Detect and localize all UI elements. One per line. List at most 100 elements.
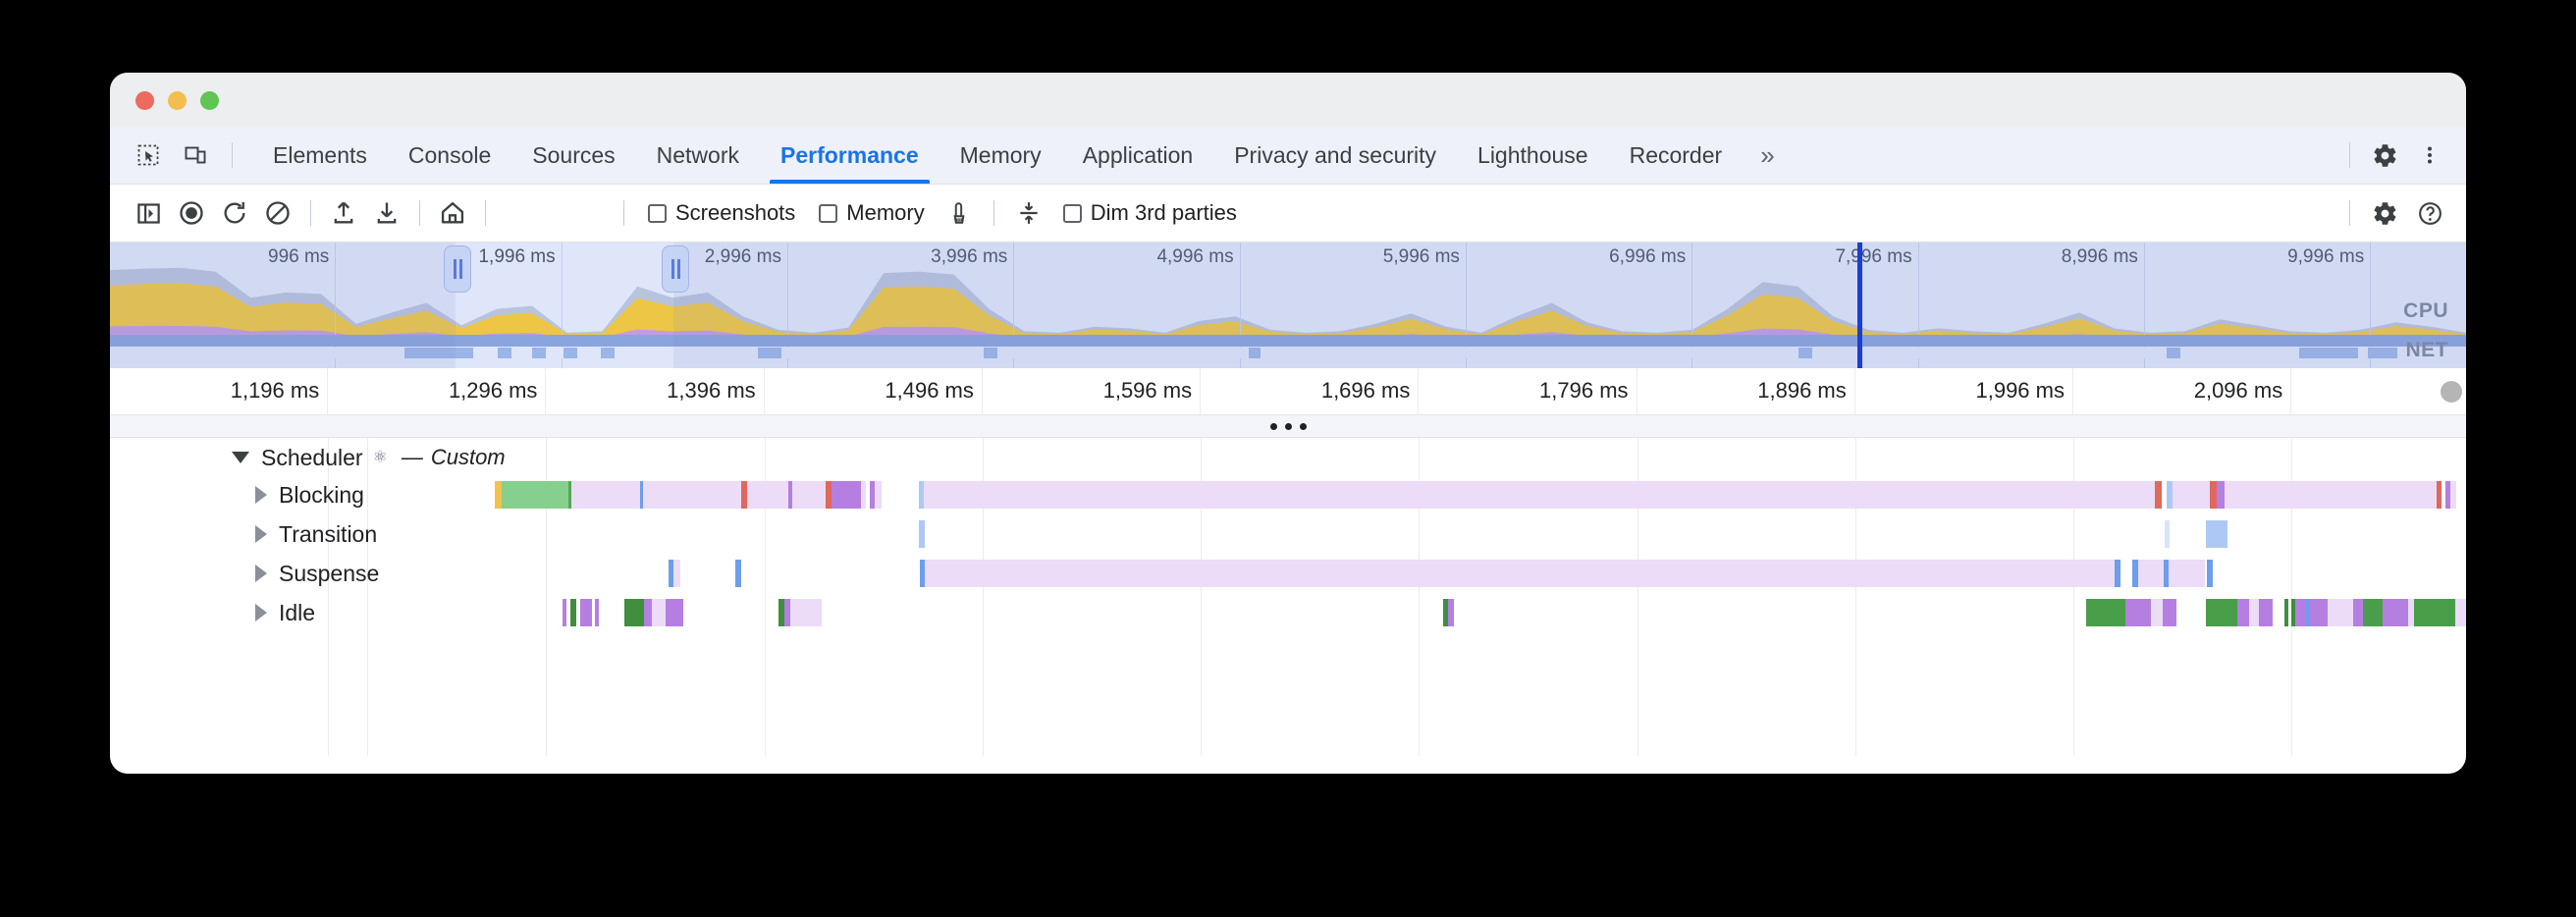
flame-chart-event[interactable] — [875, 481, 882, 509]
dim-third-parties-checkbox-box[interactable] — [1062, 203, 1082, 223]
flame-chart-event[interactable] — [2225, 481, 2437, 509]
inspect-element-icon[interactable] — [128, 135, 169, 176]
tab-performance[interactable]: Performance — [760, 127, 939, 184]
flame-chart-event[interactable] — [925, 560, 2115, 587]
tab-network[interactable]: Network — [656, 141, 739, 168]
track-row-label[interactable]: Suspense — [255, 554, 379, 593]
flame-chart-event[interactable] — [2207, 560, 2213, 587]
track-events-blocking[interactable] — [110, 481, 2466, 509]
expand-triangle-icon[interactable] — [255, 565, 267, 582]
flame-chart-event[interactable] — [866, 481, 870, 509]
track-row-suspense[interactable]: Suspense — [110, 554, 2466, 593]
home-button[interactable] — [432, 192, 473, 234]
expand-triangle-icon[interactable] — [255, 525, 267, 543]
track-row-label[interactable]: Transition — [255, 514, 377, 554]
flame-chart-event[interactable] — [920, 560, 925, 587]
flame-chart-event[interactable] — [644, 599, 652, 626]
more-tabs-chevron-icon[interactable]: » — [1760, 139, 1775, 170]
device-toolbar-icon[interactable] — [175, 135, 216, 176]
tab-lighthouse[interactable]: Lighthouse — [1477, 141, 1588, 168]
flame-chart-event[interactable] — [735, 560, 741, 587]
expand-triangle-icon[interactable] — [255, 486, 267, 504]
flame-chart-event[interactable] — [2151, 599, 2163, 626]
close-window-button[interactable] — [135, 91, 154, 110]
overview-selection-handle-right[interactable] — [662, 245, 689, 293]
flame-chart-event[interactable] — [788, 481, 792, 509]
flame-chart-event[interactable] — [2163, 599, 2176, 626]
flame-chart-event[interactable] — [2217, 481, 2225, 509]
flame-chart-event[interactable] — [2138, 560, 2205, 587]
flame-chart-event[interactable] — [2445, 481, 2450, 509]
help-question-icon[interactable] — [2409, 192, 2450, 234]
tab-sources[interactable]: Sources — [532, 141, 616, 168]
screenshots-checkbox-box[interactable] — [648, 203, 667, 223]
flame-chart-event[interactable] — [568, 481, 571, 509]
flame-chart-event[interactable] — [778, 599, 784, 626]
flame-chart-event[interactable] — [2450, 481, 2456, 509]
flame-chart-event[interactable] — [2125, 599, 2151, 626]
flame-chart-event[interactable] — [669, 560, 673, 587]
flame-chart-event[interactable] — [2132, 560, 2138, 587]
memory-checkbox-box[interactable] — [819, 203, 838, 223]
collect-garbage-icon[interactable] — [939, 192, 980, 234]
toggle-sidebar-button[interactable] — [128, 192, 169, 234]
flame-chart-event[interactable] — [502, 481, 568, 509]
flame-chart-event[interactable] — [2455, 599, 2466, 626]
tab-application[interactable]: Application — [1082, 141, 1194, 168]
flame-chart-event[interactable] — [919, 520, 925, 548]
flame-chart-event[interactable] — [652, 599, 666, 626]
flame-chart-event[interactable] — [2206, 599, 2237, 626]
flame-chart-event[interactable] — [643, 481, 741, 509]
flame-chart-event[interactable] — [495, 481, 502, 509]
flame-chart-event[interactable] — [2408, 599, 2414, 626]
more-options-kebab-icon[interactable] — [2409, 135, 2450, 176]
minimize-window-button[interactable] — [168, 91, 187, 110]
flame-chart-event[interactable] — [2288, 599, 2291, 626]
save-profile-button[interactable] — [366, 192, 407, 234]
capture-settings-gear-icon[interactable] — [2364, 192, 2405, 234]
flame-chart-event[interactable] — [2414, 599, 2455, 626]
flame-chart-event[interactable] — [2295, 599, 2305, 626]
track-row-idle[interactable]: Idle — [110, 593, 2466, 632]
flame-chart-event[interactable] — [2155, 481, 2162, 509]
flame-chart-event[interactable] — [2284, 599, 2288, 626]
flame-chart-event[interactable] — [792, 481, 826, 509]
flame-chart-tracks[interactable]: Scheduler ⚛ — Custom Blocking Transition — [110, 438, 2466, 756]
capture-settings-icon[interactable] — [1008, 192, 1049, 234]
flame-chart-event[interactable] — [2237, 599, 2249, 626]
flame-chart-event[interactable] — [832, 481, 837, 509]
reload-and-record-button[interactable] — [214, 192, 255, 234]
flame-chart-event[interactable] — [2086, 599, 2125, 626]
flame-chart-event[interactable] — [2162, 481, 2167, 509]
flame-chart-event[interactable] — [790, 599, 822, 626]
track-group-label[interactable]: Scheduler ⚛ — Custom — [232, 438, 506, 477]
flame-chart-event[interactable] — [2210, 481, 2217, 509]
flame-chart-event[interactable] — [741, 481, 747, 509]
flame-chart-event[interactable] — [2328, 599, 2353, 626]
flame-chart-event[interactable] — [580, 599, 592, 626]
flame-chart-event[interactable] — [2363, 599, 2383, 626]
flame-chart-event[interactable] — [592, 599, 596, 626]
flame-chart-event[interactable] — [2353, 599, 2363, 626]
flame-chart-event[interactable] — [924, 481, 2177, 509]
flame-chart-event[interactable] — [595, 599, 599, 626]
overview-selection-handle-left[interactable] — [444, 245, 471, 293]
track-events-transition[interactable] — [110, 520, 2466, 548]
flame-chart-event[interactable] — [870, 481, 875, 509]
flame-chart-event[interactable] — [837, 481, 861, 509]
track-row-blocking[interactable]: Blocking — [110, 475, 2466, 514]
flame-chart-event[interactable] — [624, 599, 644, 626]
tab-console[interactable]: Console — [407, 141, 492, 168]
flame-chart-event[interactable] — [826, 481, 832, 509]
tab-elements[interactable]: Elements — [273, 141, 367, 168]
track-events-idle[interactable] — [110, 599, 2466, 626]
record-button[interactable] — [171, 192, 212, 234]
pane-resize-handle[interactable] — [110, 415, 2466, 438]
flame-chart-event[interactable] — [566, 599, 570, 626]
flame-chart-event[interactable] — [2437, 481, 2442, 509]
dim-third-parties-checkbox[interactable]: Dim 3rd parties — [1053, 200, 1247, 226]
flame-chart-event[interactable] — [2206, 520, 2227, 548]
flame-chart-event[interactable] — [2165, 520, 2170, 548]
